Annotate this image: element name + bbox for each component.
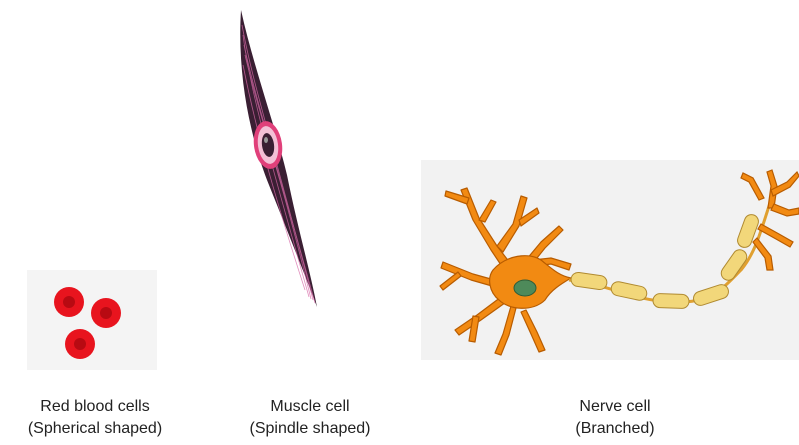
muscle-caption-shape: (Spindle shaped) bbox=[225, 418, 395, 440]
myelin-sheath bbox=[570, 213, 760, 309]
muscle-caption: Muscle cell (Spindle shaped) bbox=[225, 396, 395, 440]
red-blood-cell-3 bbox=[65, 329, 95, 359]
red-blood-cell-2 bbox=[91, 298, 121, 328]
rbc-caption: Red blood cells (Spherical shaped) bbox=[0, 396, 190, 440]
nerve-cell-icon bbox=[421, 160, 799, 360]
muscle-caption-name: Muscle cell bbox=[225, 396, 395, 418]
neuron-nucleus bbox=[514, 280, 536, 296]
red-blood-cell-icon bbox=[27, 270, 157, 370]
nerve-caption-shape: (Branched) bbox=[520, 418, 710, 440]
nerve-caption: Nerve cell (Branched) bbox=[520, 396, 710, 440]
rbc-caption-name: Red blood cells bbox=[0, 396, 190, 418]
red-blood-cell-1 bbox=[54, 287, 84, 317]
nerve-caption-name: Nerve cell bbox=[520, 396, 710, 418]
muscle-cell-icon bbox=[225, 5, 335, 315]
rbc-caption-shape: (Spherical shaped) bbox=[0, 418, 190, 440]
